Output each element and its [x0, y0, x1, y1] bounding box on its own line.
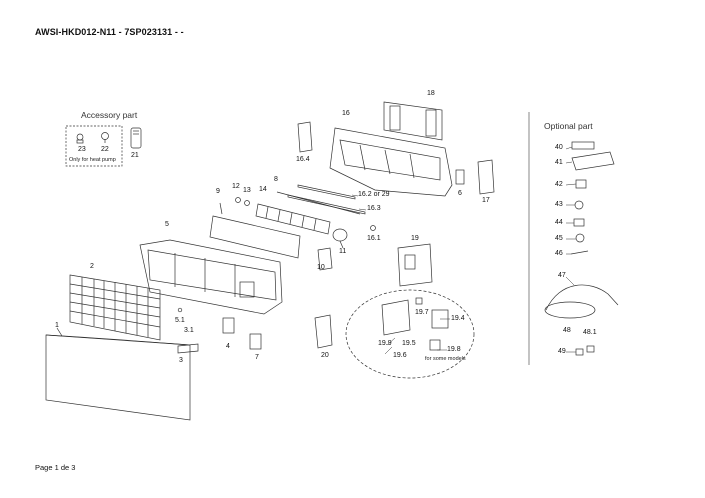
label-6: 6: [458, 190, 462, 197]
label-13: 13: [243, 187, 251, 194]
part-16-chassis: [329, 127, 453, 197]
part-46-icon: [570, 250, 589, 255]
part-7-icon: [249, 333, 262, 350]
label-46: 46: [555, 250, 563, 257]
label-49: 49: [558, 348, 566, 355]
label-23: 23: [78, 146, 86, 153]
label-40: 40: [555, 144, 563, 151]
label-5: 5: [165, 221, 169, 228]
label-12: 12: [232, 183, 240, 190]
label-3-1: 3.1: [184, 327, 194, 334]
label-7: 7: [255, 354, 259, 361]
part-44-icon: [573, 218, 585, 227]
label-3: 3: [179, 357, 183, 364]
label-19-5: 19.5: [402, 340, 416, 347]
label-19-6: 19.6: [393, 352, 407, 359]
part-5-1-icon: [177, 307, 183, 313]
label-11: 11: [339, 248, 347, 255]
some-models-note: for some models: [425, 356, 466, 362]
part-14-fan: [255, 203, 331, 235]
part-23-icon: [76, 133, 84, 144]
label-5-1: 5.1: [175, 317, 185, 324]
document-title: AWSI-HKD012-N11 - 7SP023131 - -: [35, 27, 184, 37]
label-19: 19: [411, 235, 419, 242]
part-9-evaporator: [209, 202, 301, 259]
label-45: 45: [555, 235, 563, 242]
label-9: 9: [216, 188, 220, 195]
part-21-remote: [130, 127, 142, 149]
label-19-4: 19.4: [451, 315, 465, 322]
label-4: 4: [226, 343, 230, 350]
label-16-1: 16.1: [367, 235, 381, 242]
label-41: 41: [555, 159, 563, 166]
label-22: 22: [101, 146, 109, 153]
part-16-4-cover: [297, 121, 313, 153]
label-44: 44: [555, 219, 563, 226]
part-5-body-casing: [139, 239, 283, 315]
part-12-icon: [235, 197, 241, 203]
label-19-7: 19.7: [415, 309, 429, 316]
accessory-part-heading: Accessory part: [81, 110, 138, 120]
part-22-icon: [101, 132, 109, 143]
part-43-icon: [574, 200, 584, 210]
optional-part-heading: Optional part: [544, 121, 593, 131]
label-48: 48: [563, 327, 571, 334]
part-20-icon: [314, 314, 333, 349]
part-45-icon: [575, 233, 585, 243]
part-6-icon: [455, 169, 465, 185]
label-47: 47: [558, 272, 566, 279]
label-18: 18: [427, 90, 435, 97]
part-16-3-rail: [287, 194, 366, 215]
part-10-bracket: [317, 247, 333, 271]
part-17-pipe-bracket: [477, 159, 495, 195]
part-13-icon: [244, 200, 250, 206]
label-14: 14: [259, 186, 267, 193]
part-49-icon: [575, 345, 595, 356]
part-16-1-icon: [370, 225, 376, 231]
label-21: 21: [131, 152, 139, 159]
label-17: 17: [482, 197, 490, 204]
page-footer: Page 1 de 3: [35, 463, 76, 472]
label-42: 42: [555, 181, 563, 188]
label-19-8: 19.8: [447, 346, 461, 353]
subparts-outline: [345, 289, 475, 379]
label-19-9: 19.9: [378, 340, 392, 347]
label-16-4: 16.4: [296, 156, 310, 163]
label-2: 2: [90, 263, 94, 270]
part-47-hose: [544, 284, 619, 319]
label-48-1: 48.1: [583, 329, 597, 336]
accessory-box: [65, 125, 123, 167]
label-16: 16: [342, 110, 350, 117]
part-1-front-panel: [45, 334, 191, 421]
label-10: 10: [317, 264, 325, 271]
label-16-2-or-29: 16.2 or 29: [358, 191, 390, 198]
label-8: 8: [274, 176, 278, 183]
label-1: 1: [55, 322, 59, 329]
part-42-icon: [575, 179, 587, 189]
part-18-wall-bracket: [383, 101, 443, 141]
part-40-icon: [571, 141, 595, 150]
part-41-icon: [571, 151, 615, 171]
part-11-motor: [332, 228, 348, 249]
label-43: 43: [555, 201, 563, 208]
part-2-filter: [69, 274, 161, 341]
heat-pump-note: Only for heat pump: [69, 157, 116, 163]
part-3-icon: [177, 343, 199, 354]
part-19-control-box: [397, 243, 433, 287]
part-16-2-rail: [297, 184, 356, 200]
part-4-icon: [222, 317, 235, 334]
label-20: 20: [321, 352, 329, 359]
label-16-3: 16.3: [367, 205, 381, 212]
